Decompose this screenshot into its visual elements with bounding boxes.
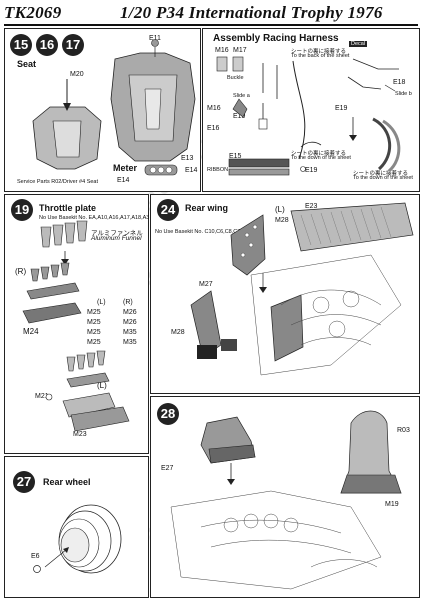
back-note-jp: シートの裏に接着する (291, 49, 347, 55)
meter-label: Meter (113, 163, 138, 173)
step-number-28: 28 (157, 403, 179, 425)
down-note-2-jp: シートの裏に接着する (353, 171, 409, 177)
step24-no-use: No Use Basekit No. C10,C6,C8,C7 (155, 229, 241, 235)
step28-part-e27: E27 (161, 465, 174, 472)
seat-drawing (32, 39, 196, 176)
table-head-r: (R) (123, 299, 133, 306)
table-r3-r: M35 (123, 339, 137, 346)
table-r2-r: M35 (123, 329, 137, 336)
step-number-16: 16 (36, 34, 58, 56)
ribbon-label: RIBBON (207, 167, 229, 173)
down-note-jp: シートの裏に接着する (291, 151, 347, 157)
step27-title: Rear wheel (43, 477, 91, 487)
panel-harness: Assembly Racing Harness M16 M17 M16 E19 … (202, 28, 420, 192)
part-m20: M20 (70, 71, 84, 78)
step19-part-m21: M21 (35, 393, 49, 400)
slide-b-label: Slide b (395, 91, 412, 97)
step24-l-label: (L) (275, 205, 285, 214)
step19-title: Throttle plate (39, 203, 97, 213)
table-r1-r: M26 (123, 319, 137, 326)
funnel-jp: アルミファンネル (91, 230, 143, 237)
step28-part-r03: R03 (397, 427, 410, 434)
part-e14b: E14 (185, 167, 198, 174)
step24-part-e23: E23 (305, 203, 318, 210)
step28-part-m19: M19 (385, 501, 399, 508)
step-number-27: 27 (13, 471, 35, 493)
table-r3-l: M25 (87, 339, 101, 346)
table-head-l: (L) (97, 299, 106, 306)
seat-label: Seat (17, 59, 37, 69)
part-e14: E14 (117, 177, 130, 184)
step19-no-use: No Use Basekit No. EA,A10,A16,A17,A18,A3 (39, 215, 150, 221)
panel-step-24: 24 Rear wing No Use Basekit No. C10,C6,C… (150, 194, 420, 394)
table-r0-l: M25 (87, 309, 101, 316)
harness-part-e19b: E19 (335, 105, 348, 112)
harness-part-e15: E15 (229, 153, 242, 160)
step-number-17: 17 (62, 34, 84, 56)
step19-part-m23: M23 (73, 431, 87, 438)
step19-r-label: (R) (15, 267, 27, 276)
funnel-en: Aluminum Funnel (91, 235, 142, 242)
step24-title: Rear wing (185, 203, 229, 213)
step-number-19: 19 (11, 199, 33, 221)
step24-part-m28b: M28 (171, 329, 185, 336)
harness-part-e19c: E19 (305, 167, 318, 174)
panel-step-15-17: 15 16 17 Seat M20 E11 Meter E13 E14 E14 … (4, 28, 201, 192)
harness-part-e18: E18 (393, 79, 406, 86)
service-note: Service Parts R02/Driver #4 Seat (17, 179, 99, 185)
harness-part-e16: E16 (207, 125, 220, 132)
step24-part-m27: M27 (199, 281, 213, 288)
harness-drawing (216, 56, 401, 176)
panel-step-27: 27 Rear wheel E6 (4, 456, 149, 598)
step19-l-label: (L) (97, 381, 107, 390)
rear-wheel-drawing (33, 504, 122, 574)
table-r2-l: M25 (87, 329, 101, 336)
airbox-drawing (170, 410, 402, 590)
down-note-en: To the down of the sheet (291, 155, 351, 161)
back-note-en: To the back of the sheet (291, 53, 350, 59)
step-number-24: 24 (157, 199, 179, 221)
harness-part-e19: E19 (233, 113, 246, 120)
harness-part-m17: M17 (233, 47, 247, 54)
part-e13: E13 (181, 155, 194, 162)
kit-title: 1/20 P34 International Trophy 1976 (120, 3, 383, 22)
step19-part-m24: M24 (23, 327, 39, 336)
slide-a-label: Slide a (233, 93, 250, 99)
header-rule (4, 24, 418, 26)
table-r1-l: M25 (87, 319, 101, 326)
table-r0-r: M26 (123, 309, 137, 316)
panel-step-19: 19 Throttle plate No Use Basekit No. EA,… (4, 194, 149, 454)
step27-part-e6: E6 (31, 553, 40, 560)
rear-wing-drawing (190, 202, 414, 376)
harness-part-m16: M16 (215, 47, 229, 54)
throttle-drawing (22, 220, 130, 432)
harness-title: Assembly Racing Harness (213, 33, 339, 44)
down-note-2-en: To the down of the sheet (353, 175, 413, 181)
panel-step-28: 28 E27 R03 M19 (150, 396, 420, 598)
decal-label: Decal (349, 41, 368, 47)
step-number-15: 15 (10, 34, 32, 56)
buckle-label: Buckle (227, 75, 244, 81)
kit-code: TK2069 (4, 3, 62, 22)
harness-part-m16b: M16 (207, 105, 221, 112)
page-header: TK2069 1/20 P34 International Trophy 197… (4, 2, 419, 24)
step24-part-m28: M28 (275, 217, 289, 224)
part-e11: E11 (149, 35, 161, 42)
